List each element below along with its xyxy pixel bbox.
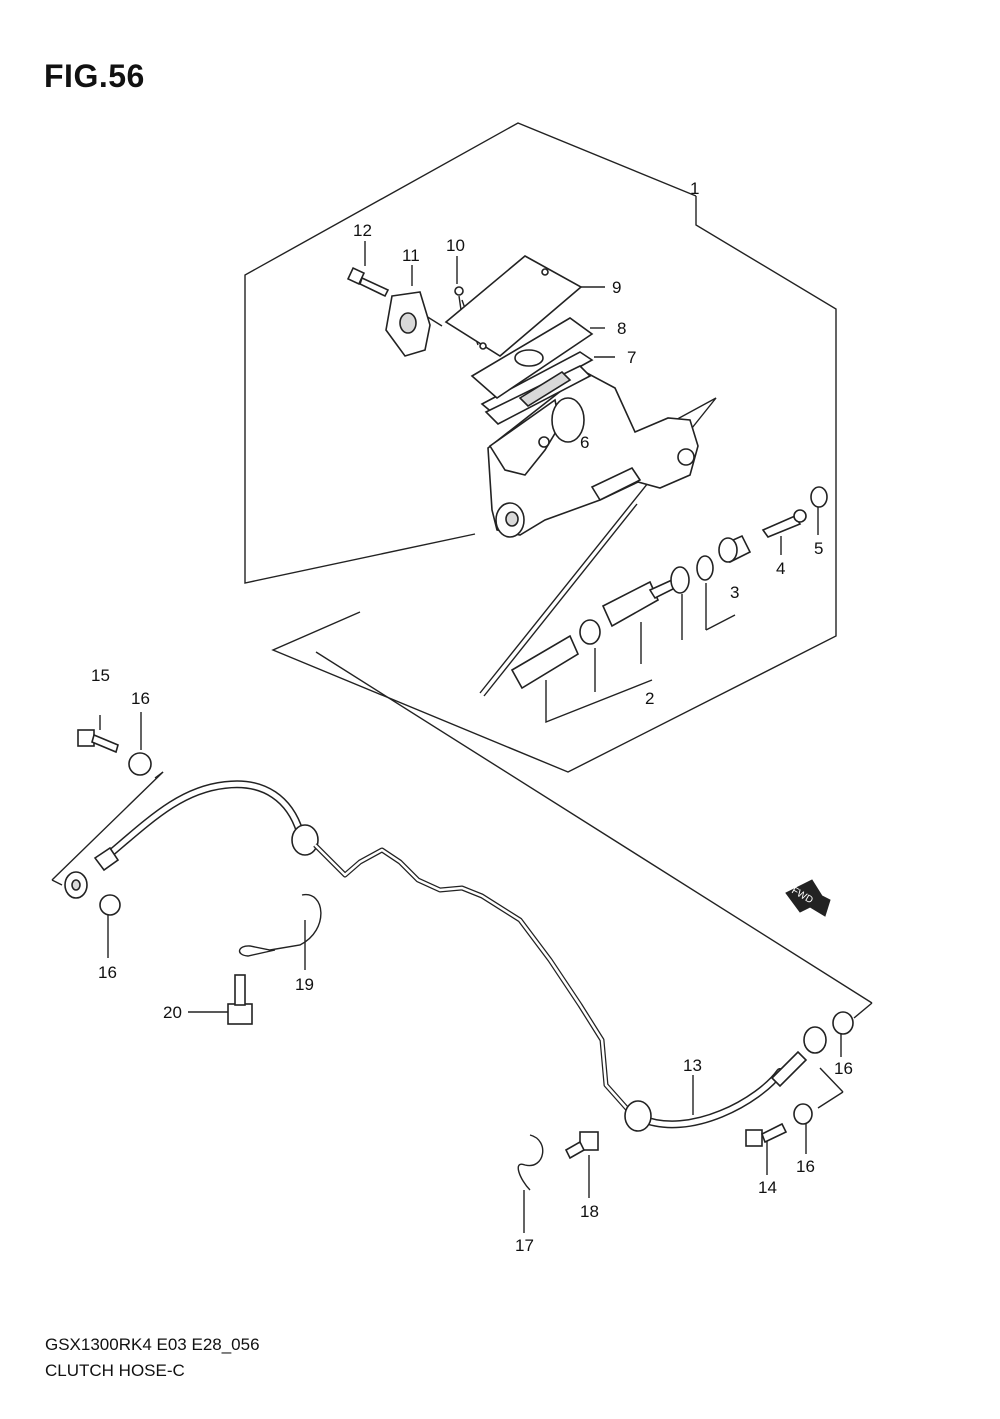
callout-7: 7 bbox=[627, 348, 636, 367]
callout-20: 20 bbox=[163, 1003, 182, 1022]
callout-13: 13 bbox=[683, 1056, 702, 1075]
callout-6: 6 bbox=[580, 433, 589, 452]
callout-12: 12 bbox=[353, 221, 372, 240]
callout-8: 8 bbox=[617, 319, 626, 338]
callout-15: 15 bbox=[91, 666, 110, 685]
callout-18: 18 bbox=[580, 1202, 599, 1221]
callout-11: 11 bbox=[402, 246, 420, 265]
callout-3: 3 bbox=[730, 583, 739, 602]
clutch-master-cylinder-body bbox=[487, 371, 699, 538]
callout-17: 17 bbox=[515, 1236, 534, 1255]
hardware bbox=[77, 729, 854, 1191]
assembly-1-outline bbox=[244, 122, 837, 773]
callout-2: 2 bbox=[645, 689, 654, 708]
callout-16-d: 16 bbox=[796, 1157, 815, 1176]
screw-6 bbox=[538, 436, 550, 448]
fwd-arrow-icon: FWD bbox=[785, 879, 831, 917]
figure-footer: GSX1300RK4 E03 E28_056 CLUTCH HOSE-C bbox=[45, 1332, 260, 1384]
callout-9: 9 bbox=[612, 278, 621, 297]
callout-labels: 1 2 3 4 5 6 7 8 9 10 11 12 13 14 15 16 1… bbox=[91, 179, 853, 1255]
clutch-pipe bbox=[313, 843, 632, 1114]
leader-lines bbox=[51, 241, 873, 1233]
callout-16-c: 16 bbox=[834, 1059, 853, 1078]
bolt-12 bbox=[346, 266, 390, 298]
callout-16-a: 16 bbox=[131, 689, 150, 708]
callout-14: 14 bbox=[758, 1178, 777, 1197]
piston-assembly bbox=[510, 486, 828, 690]
figure-title: FIG.56 bbox=[44, 58, 145, 94]
reservoir-parts bbox=[444, 255, 594, 425]
screw-10 bbox=[454, 286, 464, 311]
clutch-hose bbox=[64, 780, 319, 899]
callout-5: 5 bbox=[814, 539, 823, 558]
clutch-hose-13 bbox=[624, 1026, 827, 1132]
clamp-11 bbox=[385, 291, 431, 357]
figure-caption: CLUTCH HOSE-C bbox=[45, 1361, 185, 1380]
callout-19: 19 bbox=[295, 975, 314, 994]
callout-10: 10 bbox=[446, 236, 465, 255]
model-code: GSX1300RK4 E03 E28_056 bbox=[45, 1335, 260, 1354]
callout-4: 4 bbox=[776, 559, 785, 578]
callout-1: 1 bbox=[690, 179, 699, 198]
callout-16-b: 16 bbox=[98, 963, 117, 982]
